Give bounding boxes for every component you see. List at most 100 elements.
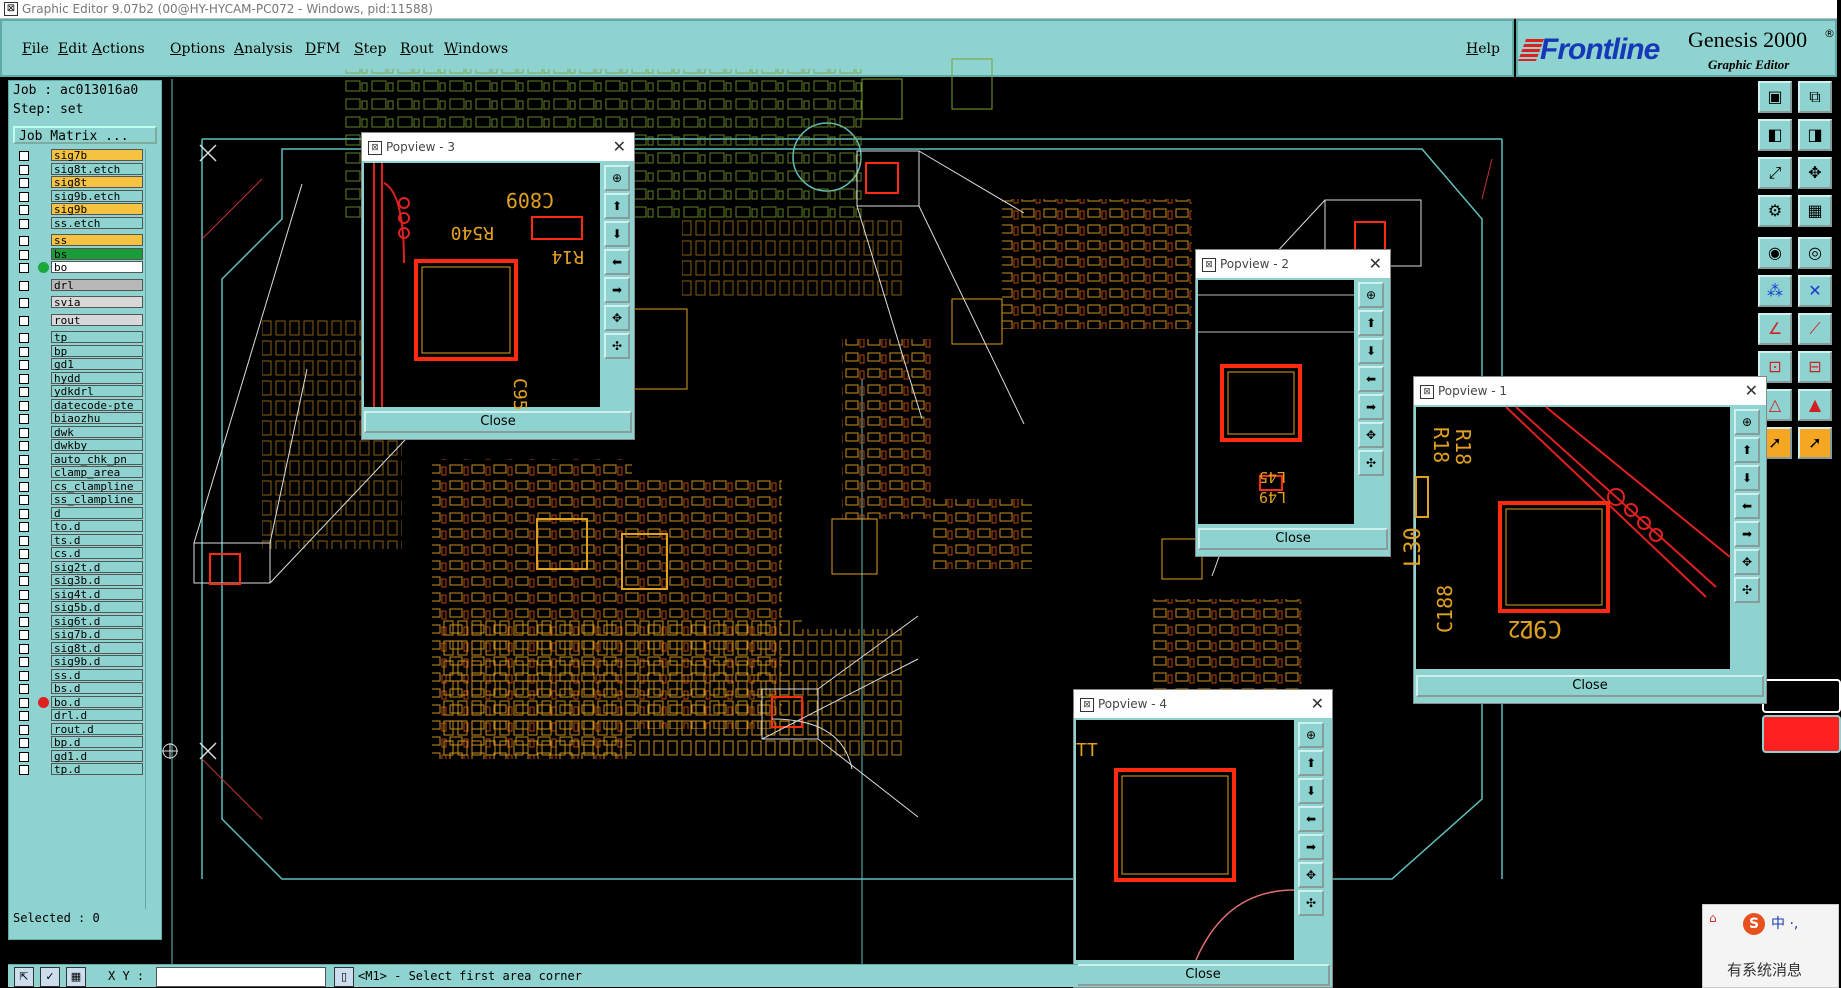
popview-3-close-button[interactable]: Close (364, 411, 632, 433)
fit-icon[interactable]: ✥ (1358, 422, 1384, 448)
menu-dfm[interactable]: DFM (305, 41, 341, 57)
layer-row[interactable]: sig8t.d (13, 641, 143, 656)
layer-row[interactable]: bp.d (13, 736, 143, 750)
tool-measure-icon[interactable]: ⚙ (1758, 195, 1792, 227)
layer-row[interactable]: ss_clampline (13, 493, 143, 507)
layer-checkbox[interactable] (19, 670, 29, 681)
zoom-in-icon[interactable]: ⊕ (1358, 282, 1384, 308)
layer-name[interactable]: sig7b.d (51, 628, 143, 641)
layer-name[interactable]: clamp_area (51, 466, 143, 479)
layer-row[interactable]: sig9b.etch (13, 189, 143, 204)
layer-checkbox[interactable] (19, 151, 29, 161)
popview-3-view[interactable]: C809 R540 R14 C95 (364, 163, 600, 411)
layer-row[interactable]: drl (13, 278, 143, 293)
layer-name[interactable]: dwkby (51, 439, 143, 452)
layer-name[interactable]: bs.d (51, 682, 143, 695)
layer-checkbox[interactable] (19, 346, 29, 357)
layer-row[interactable]: tp.d (13, 763, 143, 777)
layer-row[interactable]: clamp_area (13, 466, 143, 480)
color-swatch-white[interactable] (1762, 679, 1841, 713)
lock-icon[interactable]: ▯ (334, 967, 354, 987)
layer-row[interactable]: dwkby (13, 439, 143, 453)
layer-name[interactable]: bp (51, 344, 143, 357)
tool-cross-icon[interactable]: ✕ (1798, 275, 1832, 307)
layer-scrollbar[interactable] (145, 149, 158, 909)
layer-row[interactable]: tp (13, 331, 143, 345)
menu-help[interactable]: Help (1466, 41, 1500, 57)
layer-row[interactable]: gd1 (13, 358, 143, 372)
layer-row[interactable]: hydd (13, 371, 143, 386)
layer-row[interactable]: bs.d (13, 682, 143, 696)
pan-down-icon[interactable]: ⬇ (1358, 338, 1384, 364)
layer-checkbox[interactable] (19, 576, 29, 586)
layer-name[interactable]: sig5b.d (51, 601, 143, 614)
menu-analysis[interactable]: Analysis (234, 41, 293, 57)
layer-row[interactable]: svia (13, 296, 143, 310)
layer-row[interactable]: cs.d (13, 547, 143, 561)
pan-down-icon[interactable]: ⬇ (604, 221, 630, 247)
layer-name[interactable]: sig6t.d (51, 614, 143, 627)
layer-name[interactable]: d (51, 506, 143, 519)
layer-checkbox[interactable] (19, 218, 29, 229)
layer-checkbox[interactable] (19, 697, 29, 708)
layer-name[interactable]: bp.d (51, 736, 143, 749)
layer-row[interactable]: sig8t (13, 176, 143, 190)
popview-4-view[interactable]: TT (1076, 720, 1295, 961)
layer-checkbox[interactable] (19, 562, 29, 573)
layer-name[interactable]: svia (51, 296, 143, 309)
tool-line-icon[interactable]: ⟋ (1798, 313, 1832, 345)
layer-name[interactable]: drl (51, 278, 143, 291)
layer-name[interactable]: sig9b.etch (51, 189, 143, 202)
layer-row[interactable]: bo (13, 261, 143, 275)
layer-name[interactable]: sig8t.d (51, 641, 143, 654)
layer-checkbox[interactable] (19, 522, 29, 532)
layer-checkbox[interactable] (19, 263, 29, 273)
pan-left-icon[interactable]: ⬅ (1358, 366, 1384, 392)
layer-row[interactable]: sig9b (13, 203, 143, 217)
tool-fit-all-icon[interactable]: ✥ (1798, 157, 1832, 189)
pan-up-icon[interactable]: ⬆ (1358, 310, 1384, 336)
pan-down-icon[interactable]: ⬇ (1298, 778, 1324, 804)
tool-pointer2-icon[interactable]: ➚ (1798, 427, 1832, 459)
menu-windows[interactable]: Windows (444, 41, 509, 57)
layer-name[interactable]: sig8t (51, 176, 143, 189)
layer-row[interactable]: bp (13, 344, 143, 359)
close-icon[interactable]: ✕ (1310, 694, 1324, 713)
layer-row[interactable]: cs_clampline (13, 479, 143, 494)
grid-icon[interactable]: ▦ (66, 967, 86, 987)
layer-row[interactable]: sig5b.d (13, 601, 143, 615)
tool-zoom-in-icon[interactable]: ▣ (1758, 81, 1792, 113)
layer-name[interactable]: datecode-pte (51, 398, 143, 411)
layer-name[interactable]: ss_clampline (51, 493, 143, 506)
layer-checkbox[interactable] (19, 643, 29, 654)
layer-row[interactable]: rout.d (13, 722, 143, 737)
ime-mode[interactable]: 中 ·, (1771, 916, 1799, 932)
popview-1-close-button[interactable]: Close (1416, 675, 1764, 697)
layer-checkbox[interactable] (19, 508, 29, 519)
layer-row[interactable]: ydkdrl (13, 385, 143, 399)
pan-left-icon[interactable]: ⬅ (1734, 493, 1760, 519)
layer-row[interactable]: sig9b.d (13, 655, 143, 669)
layer-checkbox[interactable] (19, 441, 29, 451)
layer-checkbox[interactable] (19, 616, 29, 627)
layer-checkbox[interactable] (19, 684, 29, 694)
layer-checkbox[interactable] (19, 360, 29, 370)
layer-name[interactable]: drl.d (51, 709, 143, 722)
layer-checkbox[interactable] (19, 738, 29, 748)
tool-pan-icon[interactable]: ◧ (1758, 119, 1792, 151)
layer-name[interactable]: cs.d (51, 547, 143, 560)
layer-row[interactable]: sig2t.d (13, 560, 143, 575)
coords-field[interactable] (156, 967, 326, 987)
layer-row[interactable]: d (13, 506, 143, 521)
layer-checkbox[interactable] (19, 315, 29, 326)
menu-file[interactable]: File (22, 41, 49, 57)
layer-name[interactable]: sig7b (51, 149, 143, 162)
fit-icon[interactable]: ✥ (604, 305, 630, 331)
layer-name[interactable]: rout (51, 313, 143, 326)
layer-checkbox[interactable] (19, 414, 29, 424)
zoom-in-icon[interactable]: ⊕ (1734, 409, 1760, 435)
layer-name[interactable]: sig9b.d (51, 655, 143, 668)
layer-name[interactable]: bs (51, 247, 143, 260)
tool-fit-icon[interactable]: ⤢ (1758, 157, 1792, 189)
layer-checkbox[interactable] (19, 454, 29, 465)
